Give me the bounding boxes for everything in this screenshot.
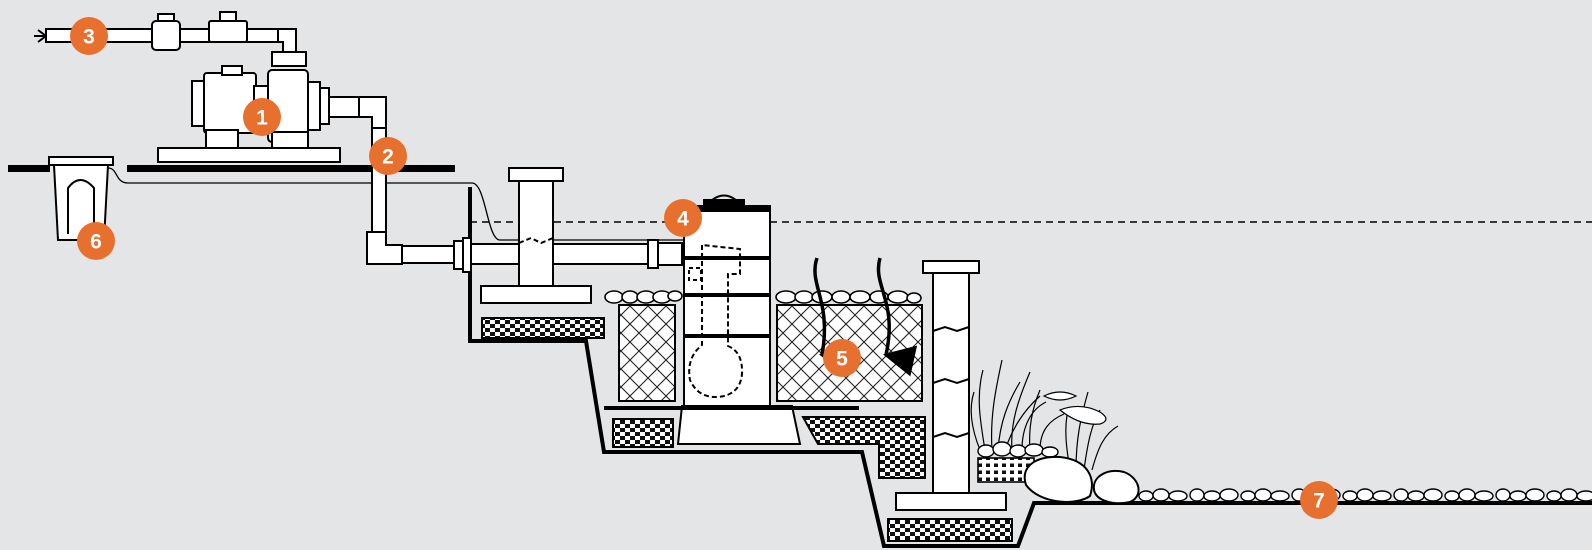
gravel-stone xyxy=(1240,490,1256,502)
gravel-stone xyxy=(1393,488,1409,502)
media-block-left xyxy=(618,304,676,402)
badge-label: 4 xyxy=(677,208,689,231)
pond-liner xyxy=(468,187,1592,548)
badge-label: 1 xyxy=(256,107,268,130)
badge-circle xyxy=(243,98,281,136)
ground-surface xyxy=(8,165,455,172)
gravel-stone xyxy=(1270,490,1290,502)
badge-skimmer: 6 xyxy=(77,222,115,260)
flow-arrow-left xyxy=(813,257,853,376)
gravel-stone xyxy=(1254,488,1272,502)
badge-label: 3 xyxy=(83,26,95,49)
gravel-stone xyxy=(1525,488,1545,502)
gravel-stone xyxy=(1458,488,1476,502)
standpipe-right xyxy=(895,260,1007,511)
badge-pump: 1 xyxy=(243,98,281,136)
gravel-stone xyxy=(1546,490,1562,502)
boulders xyxy=(1023,455,1140,505)
return-pipe xyxy=(328,96,683,273)
skimmer-hose xyxy=(107,167,700,241)
gravel-stone xyxy=(1138,490,1154,502)
mat-block-4 xyxy=(887,518,1013,542)
badge-circle xyxy=(1300,481,1338,519)
badge-label: 7 xyxy=(1313,490,1325,513)
gravel-stone xyxy=(1219,488,1239,502)
gravel-stone xyxy=(1189,488,1205,502)
gravel-stone xyxy=(1342,490,1358,502)
callout-badges: 1 2 3 4 5 6 7 xyxy=(70,17,1338,519)
badge-circle xyxy=(664,199,702,237)
badge-circle xyxy=(77,222,115,260)
gravel-stone xyxy=(1372,490,1392,502)
gravel-stone xyxy=(1423,488,1443,502)
gravel-stone xyxy=(1495,488,1511,502)
standpipe-left xyxy=(480,167,592,304)
gravel-top xyxy=(604,290,922,304)
gravel-stone xyxy=(1560,488,1578,502)
gravel-stone xyxy=(1509,490,1527,502)
gravel-stone xyxy=(1168,490,1188,502)
mat-block-3 xyxy=(801,416,926,479)
flow-arrow-right xyxy=(876,257,918,377)
badge-valve-line: 3 xyxy=(70,17,108,55)
gravel-stone xyxy=(1474,490,1494,502)
gravel-stone xyxy=(1407,490,1425,502)
pump-base xyxy=(157,147,341,163)
badge-label: 6 xyxy=(90,231,102,254)
gravel-stone xyxy=(1444,490,1460,502)
badge-circle xyxy=(823,339,861,377)
badge-pipe: 2 xyxy=(369,137,407,175)
badge-filter: 4 xyxy=(664,199,702,237)
badge-label: 2 xyxy=(382,146,394,169)
mat-block-1 xyxy=(481,317,605,339)
gravel-bottom xyxy=(1138,488,1592,502)
filter-ledge xyxy=(604,406,859,410)
aquatic-plants xyxy=(970,359,1119,471)
badge-pond-bottom: 7 xyxy=(1300,481,1338,519)
filter xyxy=(676,194,802,445)
badge-wetland-gravel: 5 xyxy=(823,339,861,377)
badge-label: 5 xyxy=(836,348,848,371)
mat-block-2 xyxy=(612,418,674,448)
badge-circle xyxy=(369,137,407,175)
gravel-stone xyxy=(1356,488,1374,502)
gravel-stone xyxy=(1203,490,1221,502)
badge-circle xyxy=(70,17,108,55)
gravel-stone xyxy=(1576,490,1592,502)
gravel-stone xyxy=(1152,488,1170,502)
